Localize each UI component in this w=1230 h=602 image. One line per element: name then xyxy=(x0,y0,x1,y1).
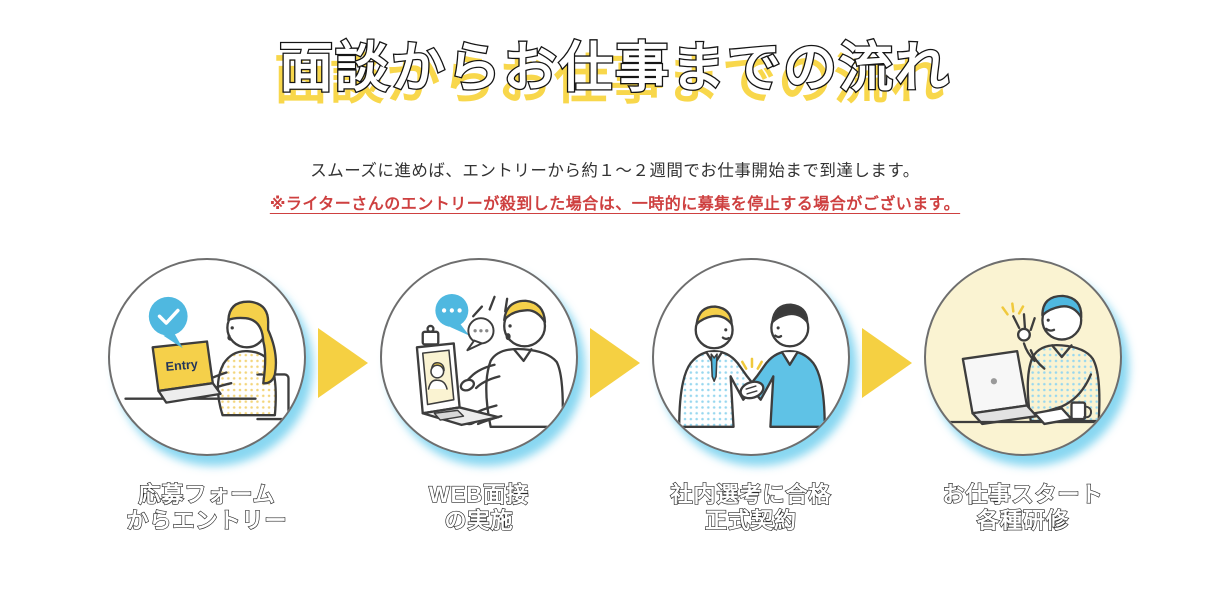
step-job-start-label: お仕事スタート 各種研修 xyxy=(942,481,1104,534)
recruitment-pause-note: ※ライターさんのエントリーが殺到した場合は、一時的に募集を停止する場合がございま… xyxy=(269,196,961,213)
man-web-interview-illustration xyxy=(415,293,564,429)
step-label-line: 社内選考に合格 xyxy=(670,481,832,507)
step-label-line: からエントリー xyxy=(126,507,288,533)
step-label-line: 応募フォーム xyxy=(138,481,276,507)
step-job-start-circle xyxy=(924,258,1122,456)
step-contract-circle xyxy=(652,258,850,456)
flow-arrow-icon xyxy=(590,328,640,398)
step-job-start: お仕事スタート 各種研修 xyxy=(920,258,1126,534)
step-label-line: 各種研修 xyxy=(976,507,1069,533)
step-web-interview-label: WEB面接 の実施 xyxy=(428,481,530,534)
step-entry-circle: Entry xyxy=(108,258,306,456)
flow-arrow-icon xyxy=(862,328,912,398)
step-entry-label: 応募フォーム からエントリー xyxy=(126,481,288,534)
step-contract-label: 社内選考に合格 正式契約 xyxy=(670,481,832,534)
two-men-handshake-illustration xyxy=(678,303,826,429)
woman-typing-entry-illustration: Entry xyxy=(124,296,290,421)
page-title-shadow: 面談からお仕事までの流れ xyxy=(274,50,946,110)
page-title: 面談からお仕事までの流れ 面談からお仕事までの流れ xyxy=(0,32,1230,110)
flow-steps: Entry 応募フォーム からエントリー xyxy=(0,258,1230,534)
step-web-interview-circle xyxy=(380,258,578,456)
flow-arrow-icon xyxy=(318,328,368,398)
flow-section: 面談からお仕事までの流れ 面談からお仕事までの流れ スムーズに進めば、エントリー… xyxy=(0,32,1230,602)
step-label-line: WEB面接 xyxy=(428,481,530,507)
man-ok-sign-illustration xyxy=(946,294,1104,426)
laptop-screen-entry-text: Entry xyxy=(165,357,198,374)
step-contract: 社内選考に合格 正式契約 xyxy=(648,258,854,534)
step-label-line: お仕事スタート xyxy=(942,481,1104,507)
section-subtitle: スムーズに進めば、エントリーから約１～２週間でお仕事開始まで到達します。 xyxy=(310,162,920,180)
step-label-line: の実施 xyxy=(444,507,514,533)
page-title-text: 面談からお仕事までの流れ xyxy=(278,37,951,100)
step-label-line: 正式契約 xyxy=(704,507,797,533)
step-entry: Entry 応募フォーム からエントリー xyxy=(104,258,310,534)
step-web-interview: WEB面接 の実施 xyxy=(376,258,582,534)
